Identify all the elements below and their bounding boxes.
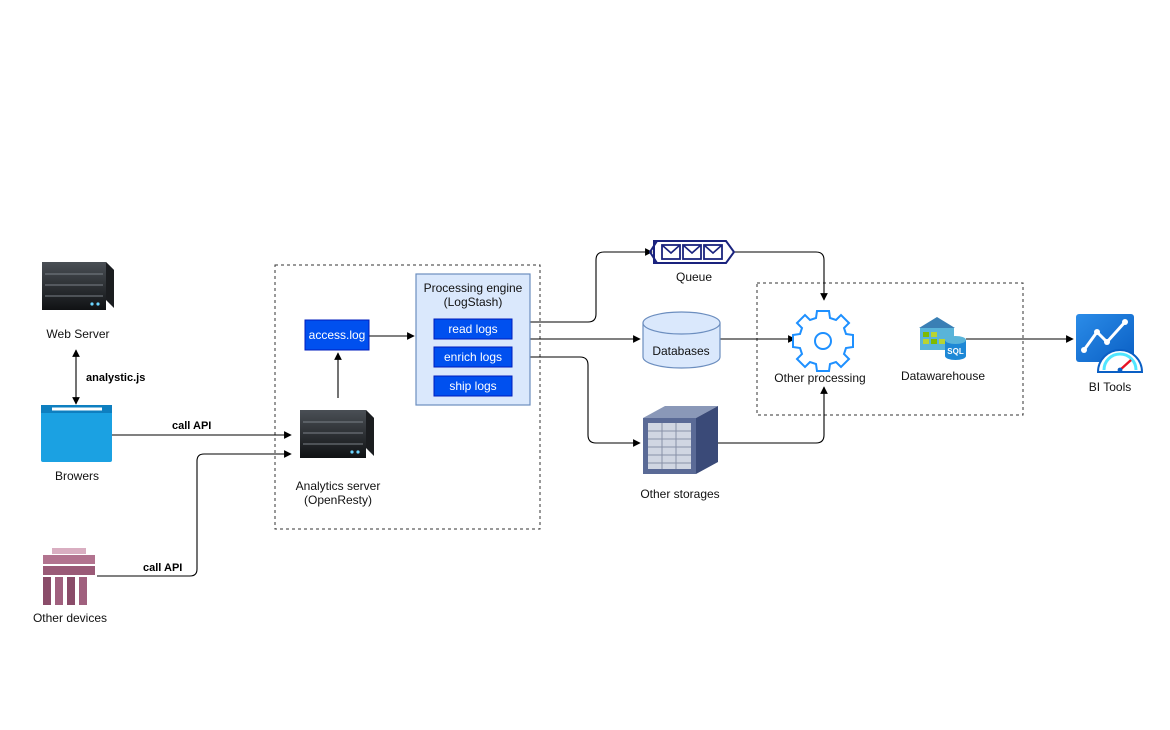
analytics-server-label-2: (OpenResty) bbox=[304, 493, 372, 507]
ship-logs-label: ship logs bbox=[449, 379, 496, 393]
storage-array-icon bbox=[643, 406, 718, 474]
warehouse-sql-icon: SQL bbox=[919, 317, 966, 360]
queue-label: Queue bbox=[676, 270, 712, 284]
other-devices-label: Other devices bbox=[33, 611, 107, 625]
analytics-server-label-1: Analytics server bbox=[296, 479, 381, 493]
edge-engine-storages bbox=[530, 356, 641, 447]
edge-label-call-api-devices: call API bbox=[143, 562, 182, 574]
browser-window-icon bbox=[41, 405, 112, 462]
message-queue-icon bbox=[648, 240, 736, 264]
server-icon bbox=[42, 262, 114, 310]
other-storages-node[interactable]: Other storages bbox=[640, 406, 720, 501]
queue-node[interactable]: Queue bbox=[648, 240, 736, 284]
other-devices-node[interactable]: Other devices bbox=[33, 548, 107, 625]
access-log-node[interactable]: access.log bbox=[304, 319, 370, 351]
processing-group-boundary bbox=[756, 282, 1024, 416]
edge-label-analytic-js: analystic.js bbox=[86, 372, 145, 384]
ship-logs-step[interactable]: ship logs bbox=[433, 375, 513, 397]
edge-devices-analytics bbox=[97, 450, 292, 577]
server-icon bbox=[300, 410, 374, 458]
read-logs-label: read logs bbox=[448, 322, 497, 336]
web-server-node[interactable]: Web Server bbox=[42, 262, 114, 341]
chart-gauge-icon bbox=[1076, 314, 1144, 373]
edge-queue-processing bbox=[734, 251, 828, 301]
browsers-node[interactable]: Browers bbox=[41, 405, 112, 483]
web-server-label: Web Server bbox=[46, 327, 109, 341]
sql-badge-label: SQL bbox=[947, 347, 964, 356]
datawarehouse-node[interactable]: SQL Datawarehouse bbox=[901, 317, 985, 383]
read-logs-step[interactable]: read logs bbox=[433, 318, 513, 340]
bi-tools-node[interactable]: BI Tools bbox=[1076, 314, 1144, 394]
edge-storages-processing bbox=[718, 386, 828, 444]
other-processing-node[interactable]: Other processing bbox=[774, 310, 866, 385]
databases-label: Databases bbox=[652, 344, 709, 358]
gear-icon bbox=[792, 310, 854, 372]
databases-node[interactable]: Databases bbox=[642, 311, 721, 369]
enrich-logs-label: enrich logs bbox=[444, 350, 502, 364]
processing-engine-label-2: (LogStash) bbox=[444, 295, 503, 309]
edge-engine-queue bbox=[530, 248, 653, 323]
processing-engine-node[interactable]: Processing engine (LogStash) read logs e… bbox=[415, 273, 531, 406]
devices-icon bbox=[43, 548, 95, 605]
access-log-box bbox=[304, 319, 370, 351]
enrich-logs-step[interactable]: enrich logs bbox=[433, 346, 513, 368]
processing-engine-label-1: Processing engine bbox=[424, 281, 523, 295]
access-log-label: access.log bbox=[309, 328, 366, 342]
bi-tools-label: BI Tools bbox=[1089, 380, 1131, 394]
analytics-group-boundary bbox=[274, 264, 541, 530]
analytics-server-node[interactable]: Analytics server (OpenResty) bbox=[296, 410, 381, 507]
edge-label-call-api-browser: call API bbox=[172, 420, 211, 432]
database-cylinder-icon bbox=[642, 311, 721, 369]
datawarehouse-label: Datawarehouse bbox=[901, 369, 985, 383]
browsers-label: Browers bbox=[55, 469, 99, 483]
sql-badge: SQL bbox=[945, 336, 966, 360]
other-processing-label: Other processing bbox=[774, 371, 865, 385]
other-storages-label: Other storages bbox=[640, 487, 719, 501]
